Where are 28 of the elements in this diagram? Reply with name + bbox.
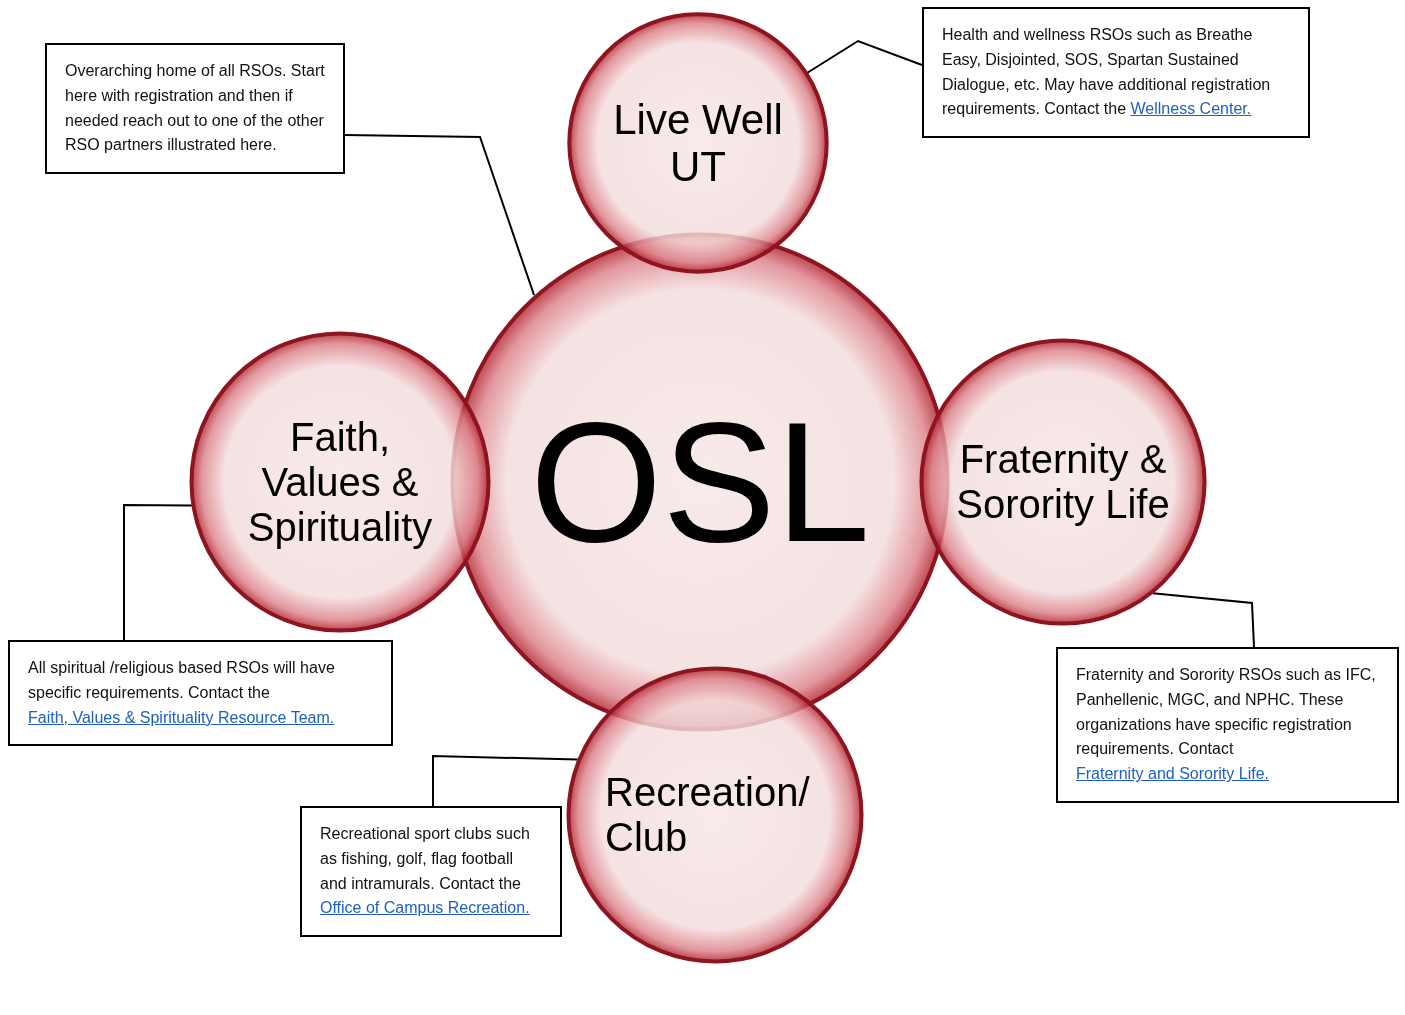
link: Wellness Center. xyxy=(1130,100,1252,118)
link: Fraternity and Sorority Life. xyxy=(1076,765,1269,783)
leader-line xyxy=(432,754,579,807)
link: Faith, Values & Spirituality Resource Team. xyxy=(28,708,335,726)
note-text: Overarching home of all RSOs. Start here with registration and then if needed reach out to one of the other RSO partners illustrated here. xyxy=(65,61,325,156)
circle-node xyxy=(568,13,828,273)
link: Office of Campus Recreation. xyxy=(320,899,530,917)
note-box xyxy=(922,7,1310,139)
leader-line xyxy=(1152,592,1255,648)
circle-label: Faith, Values & Spirituality xyxy=(246,415,434,550)
leader-line xyxy=(123,504,193,641)
circle-label: Recreation/ Club xyxy=(605,770,811,860)
circle-label: Fraternity & Sorority Life xyxy=(955,437,1171,527)
circle-label: Live Well UT xyxy=(612,96,784,191)
note-box xyxy=(300,806,562,938)
note-box xyxy=(1056,647,1399,803)
leader-line xyxy=(806,39,923,74)
note-text: Recreational sport clubs such as fishing, golf, flag football and intramurals. Contact the Office of Campus Recreation. xyxy=(320,824,531,919)
circle-title: OSL xyxy=(528,387,872,578)
leader-line xyxy=(344,134,535,297)
circle-node xyxy=(920,339,1206,625)
circle-node xyxy=(190,332,490,632)
note-text: Health and wellness RSOs such as Breathe Easy, Disjointed, SOS, Spartan Sustained Dialogue, etc. May have additional registration requirements. Contact the Wellness Center. xyxy=(942,25,1272,120)
note-text: All spiritual /religious based RSOs will have specific requirements. Contact the Faith, Values & Spirituality Resource Team. xyxy=(28,658,336,728)
circle-node xyxy=(567,667,863,963)
note-box xyxy=(8,640,393,747)
note-text: Fraternity and Sorority RSOs such as IFC, Panhellenic, MGC, and NPHC. These organizations have specific registration requirements. Contact Fraternity and Sorority Life. xyxy=(1076,665,1377,785)
note-box xyxy=(45,43,345,175)
